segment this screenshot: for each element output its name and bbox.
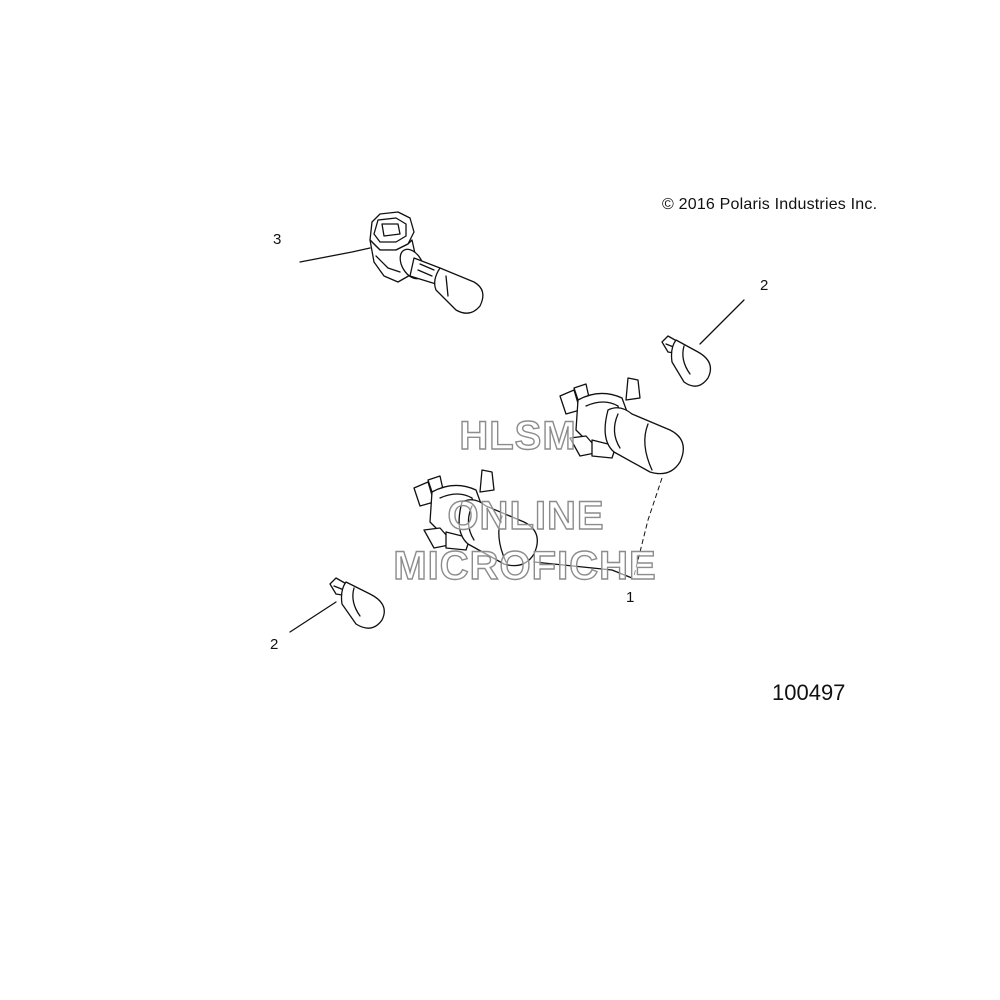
callout-2-top: 2 xyxy=(760,277,769,294)
socket-bulb-part-3 xyxy=(299,211,484,314)
watermark-line-2: ONLINE xyxy=(447,493,605,538)
copyright-notice: © 2016 Polaris Industries Inc. xyxy=(662,196,878,213)
headlight-bulb-part-1-lower xyxy=(413,469,538,567)
headlight-bulb-part-1-upper xyxy=(559,377,684,475)
callout-1: 1 xyxy=(626,589,635,606)
small-bulb-part-2-top xyxy=(661,299,745,387)
watermark-line-1: HLSM xyxy=(459,413,577,458)
small-bulb-part-2-bottom xyxy=(289,577,385,633)
leader-lines-part-1 xyxy=(533,477,663,579)
watermark-line-3: MICROFICHE xyxy=(393,543,657,588)
callout-2-bottom: 2 xyxy=(270,636,279,653)
figure-number: 100497 xyxy=(772,680,846,705)
callout-3: 3 xyxy=(273,231,282,248)
